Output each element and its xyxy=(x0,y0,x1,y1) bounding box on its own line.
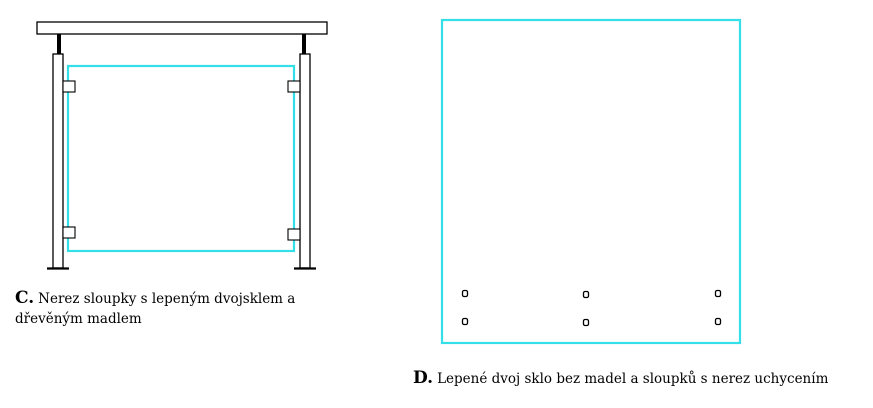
glass-panel-c xyxy=(66,64,296,253)
figure-letter-c: C. xyxy=(15,288,35,308)
figure-letter-d: D. xyxy=(413,368,434,388)
caption-d: D.Lepené dvoj sklo bez madel a sloupků s… xyxy=(413,368,853,389)
glass-clamp xyxy=(287,80,301,93)
figure-d-glass xyxy=(440,18,742,345)
post-left xyxy=(52,53,64,269)
caption-c-text: Nerez sloupky s lepeným dvojsklem a dřev… xyxy=(15,291,296,327)
caption-d-text: Lepené dvoj sklo bez madel a sloupků s n… xyxy=(437,371,829,387)
post-right xyxy=(299,53,311,269)
fixing-point xyxy=(582,318,590,327)
figure-c-railing xyxy=(36,21,328,270)
caption-c: C.Nerez sloupky s lepeným dvojsklem a dř… xyxy=(15,288,315,329)
fixing-point xyxy=(582,290,590,299)
glass-clamp xyxy=(62,226,76,239)
handrail-support-left xyxy=(57,34,61,54)
fixing-point xyxy=(714,317,722,326)
fixing-point xyxy=(461,289,469,298)
glass-clamp xyxy=(287,228,301,241)
glass-panel-d xyxy=(440,18,742,345)
fixing-point xyxy=(461,317,469,326)
glass-clamp xyxy=(62,80,76,93)
fixing-point xyxy=(714,289,722,298)
wooden-handrail xyxy=(36,21,328,35)
handrail-support-right xyxy=(302,34,306,54)
